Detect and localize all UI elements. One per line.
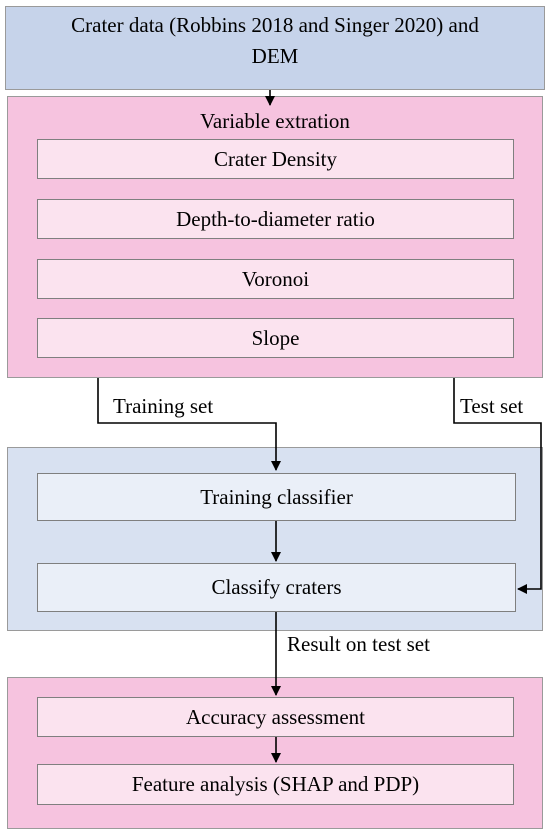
- input-data-box: Crater data (Robbins 2018 and Singer 202…: [5, 6, 545, 90]
- training-set-label: Training set: [113, 394, 214, 418]
- depth-diameter-ratio-box: Depth-to-diameter ratio: [37, 199, 514, 239]
- classify-craters-box: Classify craters: [37, 563, 516, 612]
- input-data-line-2: DEM: [251, 44, 299, 68]
- training-classifier-box: Training classifier: [37, 473, 516, 521]
- voronoi-box: Voronoi: [37, 259, 514, 299]
- input-data-line-1: Crater data (Robbins 2018 and Singer 202…: [71, 13, 479, 37]
- crater-density-box: Crater Density: [37, 139, 514, 179]
- feature-analysis-box: Feature analysis (SHAP and PDP): [37, 764, 514, 805]
- result-on-test-set-label: Result on test set: [287, 632, 430, 656]
- test-set-label: Test set: [460, 394, 524, 418]
- slope-box: Slope: [37, 318, 514, 358]
- accuracy-assessment-box: Accuracy assessment: [37, 697, 514, 737]
- variable-extraction-title: Variable extration: [200, 109, 350, 133]
